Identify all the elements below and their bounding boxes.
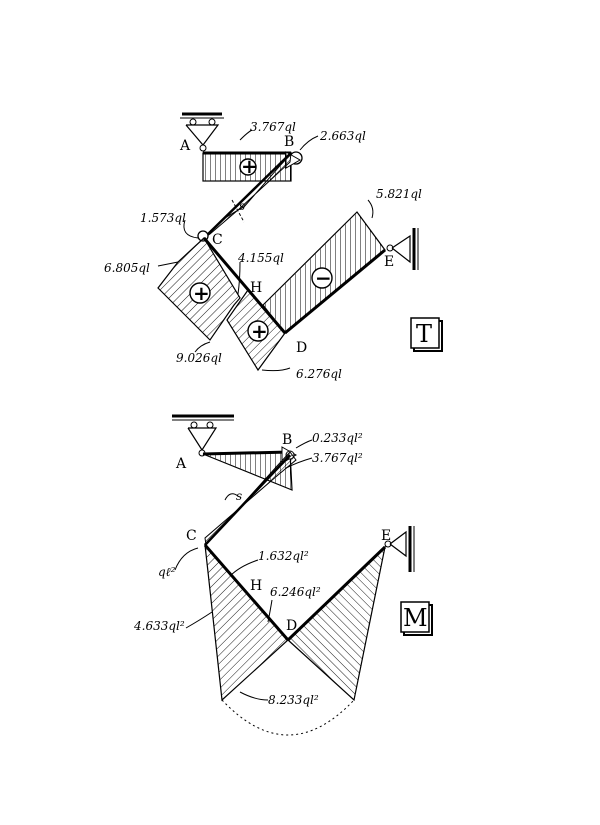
node-b-m: B	[282, 432, 292, 448]
node-e-m: E	[381, 528, 391, 544]
svg-text:T: T	[416, 320, 432, 348]
pin-support-a-m	[172, 414, 234, 457]
value-t-1: 3.767ql	[250, 120, 296, 134]
value-m-7: 8.233ql²	[268, 693, 319, 707]
value-m-4: 1.632ql²	[258, 549, 309, 563]
node-s: s	[239, 199, 245, 213]
value-t-8: 6.276ql	[296, 367, 342, 381]
diagram-t: + + + −	[104, 112, 443, 381]
diagram-m-tag: M	[400, 601, 433, 636]
member-bc-m	[204, 454, 291, 546]
node-a: A	[179, 138, 191, 154]
pin-support-e	[386, 228, 419, 270]
sign-plus-ch: +	[193, 281, 210, 305]
node-s-m: s	[236, 489, 242, 503]
value-t-4: 5.821ql	[376, 187, 422, 201]
moment-envelope-arc	[221, 699, 355, 736]
node-d-m: D	[286, 618, 297, 634]
sign-plus-ab: +	[241, 154, 258, 178]
value-t-6: 6.805ql	[104, 261, 150, 275]
moment-region-cd	[204, 543, 289, 702]
value-m-1: 0.233ql²	[312, 431, 363, 445]
sign-plus-hd: +	[251, 319, 268, 343]
value-m-6: 4.633ql²	[133, 619, 185, 633]
member-ab-m	[202, 450, 291, 456]
value-m-2: 3.767ql²	[312, 451, 363, 465]
diagram-t-tag: T	[410, 317, 443, 352]
sign-minus-de: −	[315, 266, 332, 290]
svg-text:M: M	[403, 604, 428, 632]
node-d: D	[296, 340, 307, 356]
node-h-m: H	[250, 578, 262, 594]
value-t-2: 2.663ql	[319, 129, 366, 143]
member-bc	[203, 152, 292, 239]
node-a-m: A	[175, 456, 187, 472]
node-e: E	[384, 254, 394, 270]
node-c: C	[212, 232, 223, 248]
node-c-m: C	[186, 528, 197, 544]
value-m-5: 6.246ql²	[270, 585, 321, 599]
node-h: H	[250, 280, 262, 296]
node-b: B	[284, 134, 294, 150]
value-t-5: 4.155ql	[237, 251, 284, 265]
pin-support-e-m	[384, 526, 415, 572]
value-t-3: 1.573ql	[140, 211, 186, 225]
moment-region-de	[287, 545, 386, 702]
pin-support-a	[180, 112, 224, 152]
diagram-m: A B s C H D E 0.233ql² 3.767ql² qℓ² 1.63…	[133, 414, 433, 736]
value-t-7: 9.026ql	[176, 351, 222, 365]
value-m-3: qℓ²	[158, 565, 176, 579]
